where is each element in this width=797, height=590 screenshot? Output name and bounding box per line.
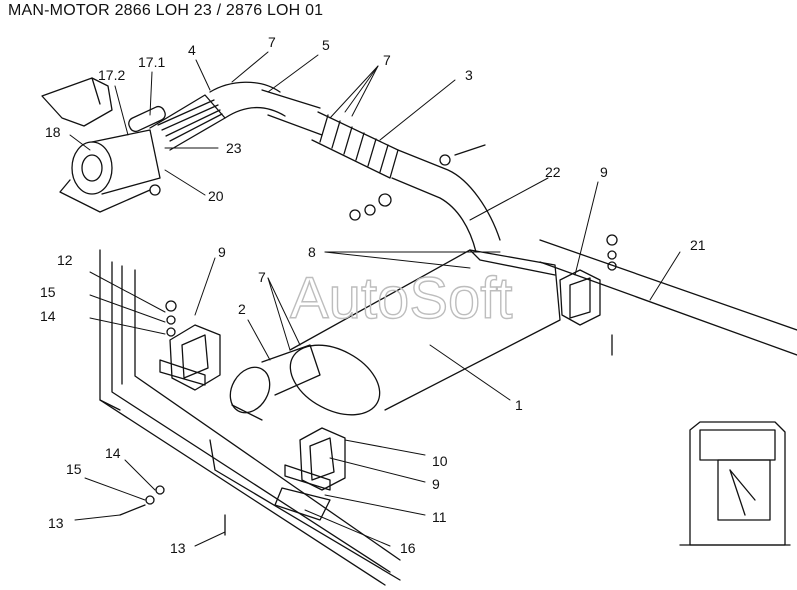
callout-23: 23 (226, 140, 242, 156)
callout-2: 2 (238, 301, 246, 317)
callout-22: 22 (545, 164, 561, 180)
bus-inset (679, 421, 791, 546)
callout-9: 9 (600, 164, 608, 180)
pipe-5 (261, 89, 323, 136)
diagram-title: MAN-MOTOR 2866 LOH 23 / 2876 LOH 01 (8, 2, 324, 19)
callout-7: 7 (268, 34, 276, 50)
pipe-4 (209, 81, 286, 119)
watermark-text: AutoSoft (290, 266, 512, 331)
callout-9: 9 (432, 476, 440, 492)
flange-18 (59, 129, 161, 213)
callout-13: 13 (48, 515, 64, 531)
callout-18: 18 (45, 124, 61, 140)
callout-5: 5 (322, 37, 330, 53)
callout-7: 7 (383, 52, 391, 68)
muffler-1 (289, 249, 561, 416)
callout-7: 7 (258, 269, 266, 285)
callout-14: 14 (40, 308, 56, 324)
pipe-22 (391, 149, 501, 253)
bracket-9-left (159, 324, 221, 391)
callout-9: 9 (218, 244, 226, 260)
bracket-9-right (559, 269, 601, 326)
callout-8: 8 (308, 244, 316, 260)
heat-shield (41, 77, 113, 127)
clamp-17-1 (128, 105, 166, 133)
callout-13: 13 (170, 540, 186, 556)
callout-4: 4 (188, 42, 196, 58)
flex-hose-7 (311, 111, 399, 179)
fasteners (119, 144, 618, 536)
callout-17-1: 17.1 (138, 54, 165, 70)
bracket-9-lower (274, 427, 346, 521)
leader-lines (69, 51, 681, 547)
callout-20: 20 (208, 188, 224, 204)
tailpipe-2 (229, 344, 321, 421)
callout-11: 11 (432, 509, 447, 525)
callout-12: 12 (57, 252, 73, 268)
callout-1: 1 (515, 397, 523, 413)
callout-10: 10 (432, 453, 448, 469)
callout-3: 3 (465, 67, 473, 83)
callout-21: 21 (690, 237, 706, 253)
callout-15: 15 (66, 461, 82, 477)
callout-14: 14 (105, 445, 121, 461)
callout-15: 15 (40, 284, 56, 300)
callout-labels: 17.2 17.1 4 7 5 7 3 18 23 20 22 9 21 8 1… (40, 34, 706, 556)
callout-16: 16 (400, 540, 416, 556)
callout-17-2: 17.2 (98, 67, 125, 83)
flex-hose-23 (149, 94, 226, 151)
chassis-frame (99, 239, 797, 586)
